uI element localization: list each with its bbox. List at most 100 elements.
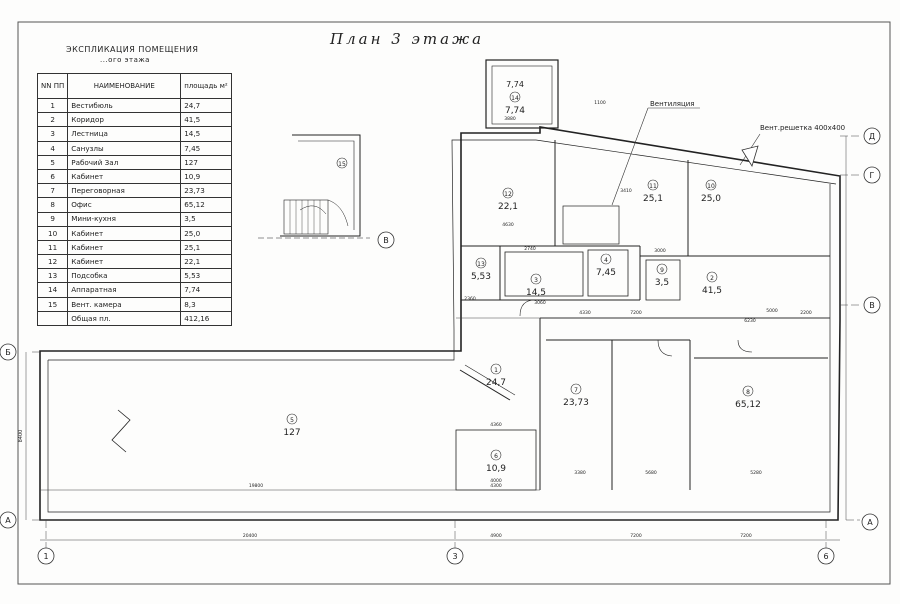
- row-area: 7,45: [180, 140, 232, 156]
- room-number-circle: [530, 273, 542, 285]
- room-number-circle: [490, 449, 502, 461]
- row-num: 8: [36, 197, 69, 213]
- dimension-label: 7200: [740, 533, 752, 539]
- row-area: 3,5: [180, 211, 232, 227]
- dimension-label: 4330: [579, 310, 591, 316]
- room-number: 10: [707, 183, 715, 190]
- dimension-label: 3060: [534, 300, 546, 306]
- row-name: Мини-кухня: [67, 211, 182, 227]
- axis-letter: В: [383, 236, 389, 245]
- axis-letter: Б: [5, 348, 11, 357]
- axis-letter-circle: [863, 296, 881, 314]
- plan-title: План 3 этажа: [330, 30, 485, 48]
- row-area: 65,12: [180, 197, 232, 213]
- dimension-label: 8400: [18, 430, 24, 443]
- row-area: 25,1: [180, 239, 232, 256]
- axis-letter-circle: [377, 231, 395, 249]
- dimension-label: 3880: [504, 116, 516, 122]
- dimension-label: 4000: [490, 478, 502, 484]
- row-num: 5: [36, 154, 69, 170]
- row-area: 25,0: [180, 225, 232, 241]
- axis-letter-circle: [0, 511, 17, 529]
- room-15: 15: [336, 157, 348, 169]
- axis-letter: А: [867, 518, 873, 527]
- room-number-circle: [647, 179, 659, 191]
- room-7: 723,73: [563, 383, 589, 408]
- row-num: 1: [36, 97, 69, 114]
- row-area: 412,16: [180, 310, 232, 327]
- room-area: 7,45: [596, 268, 616, 278]
- row-name: Кабинет: [67, 225, 182, 241]
- row-area: 10,9: [180, 168, 232, 185]
- dimension-label: 20400: [243, 533, 257, 539]
- dimension-label: 19800: [249, 483, 263, 489]
- explication-title: ЭКСПЛИКАЦИЯ ПОМЕЩЕНИЯ: [66, 45, 199, 54]
- axis-number: 6: [823, 552, 828, 561]
- room-number: 3: [534, 277, 538, 284]
- room-area: 23,73: [563, 398, 589, 408]
- room-number-circle: [705, 179, 717, 191]
- room-number-circle: [475, 257, 487, 269]
- room-1: 124,7: [486, 363, 506, 388]
- axis-letter: Г: [870, 171, 875, 180]
- axis-number-circle: [446, 547, 464, 565]
- row-name: Общая пл.: [67, 310, 182, 327]
- room-area: 24,7: [486, 378, 506, 388]
- room-number: 13: [477, 261, 485, 268]
- room-2: 241,5: [702, 271, 722, 296]
- dimension-label: 6230: [744, 318, 756, 324]
- room-14-outline: [485, 59, 559, 129]
- axis-letter-circle: [861, 513, 879, 531]
- axis-number: 1: [43, 552, 48, 561]
- axis-letter-circle: [0, 343, 17, 361]
- room-number: 9: [660, 267, 664, 274]
- row-name: Офис: [67, 197, 182, 213]
- room-number: 1: [494, 367, 498, 374]
- room-number-circle: [742, 385, 754, 397]
- partitions: [111, 140, 830, 491]
- dimension-label: 2740: [524, 246, 536, 252]
- room-number-circle: [600, 253, 612, 265]
- row-num: 11: [36, 239, 69, 256]
- dimension-label: 3000: [654, 248, 666, 254]
- room-14: 147,74: [505, 91, 525, 116]
- axis-letter: А: [5, 516, 11, 525]
- dimension-label: 4900: [490, 533, 502, 539]
- axis-number-circle: [37, 547, 55, 565]
- row-num: 10: [36, 225, 69, 241]
- room-number-circle: [570, 383, 582, 395]
- explication-subtitle: ...ого этажа: [100, 56, 150, 64]
- row-num: 12: [36, 254, 69, 270]
- room-number: 4: [604, 257, 608, 264]
- room-number: 2: [710, 275, 714, 282]
- dimension-label: 7200: [630, 533, 642, 539]
- row-name: Рабочий Зал: [67, 154, 182, 170]
- room-number-circle: [502, 187, 514, 199]
- room-number-circle: [509, 91, 521, 103]
- room-area: 3,5: [655, 278, 669, 288]
- header-num: NN ПП: [36, 73, 69, 99]
- row-name: Кабинет: [67, 168, 182, 185]
- dimension-label: 4630: [502, 222, 514, 228]
- dimension-label: 4360: [490, 422, 502, 428]
- sheet-border: [17, 21, 891, 585]
- axis-letter: В: [869, 301, 875, 310]
- room-number: 12: [504, 191, 512, 198]
- dimension-label: 7200: [630, 310, 642, 316]
- ventilation-label: Вентиляция: [650, 100, 695, 108]
- dimension-label: 3380: [574, 470, 586, 476]
- row-num: 3: [36, 126, 69, 142]
- row-num: 4: [36, 140, 69, 156]
